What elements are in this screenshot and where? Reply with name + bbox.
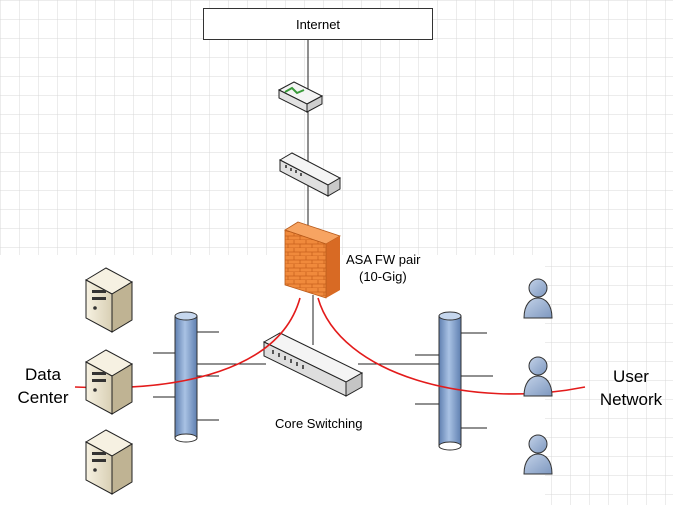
grid-background-top (0, 0, 673, 255)
user-network-bus (415, 311, 493, 451)
core-switching-label: Core Switching (275, 416, 363, 431)
grid-background-right (545, 255, 673, 505)
user-network-label: User Network (592, 365, 670, 411)
server-icon (84, 429, 134, 495)
firewall-icon (284, 221, 341, 299)
firewall-label-line1: ASA FW pair (346, 252, 421, 267)
server-icon (84, 349, 134, 415)
router-icon (277, 81, 324, 113)
internet-box: Internet (203, 8, 433, 40)
data-center-line2: Center (17, 388, 69, 407)
user-icon (523, 356, 553, 397)
user-icon (523, 278, 553, 319)
user-network-line1: User (613, 367, 649, 386)
server-icon (84, 267, 134, 333)
user-icon (523, 434, 553, 475)
internet-label: Internet (295, 16, 341, 32)
switch-icon (278, 152, 342, 197)
core-switch-icon (262, 332, 364, 397)
data-center-line1: Data (25, 365, 61, 384)
data-center-label: Data Center (14, 363, 72, 409)
user-network-line2: Network (599, 390, 663, 409)
firewall-label-line2: (10-Gig) (359, 269, 407, 284)
data-center-bus (153, 311, 219, 443)
